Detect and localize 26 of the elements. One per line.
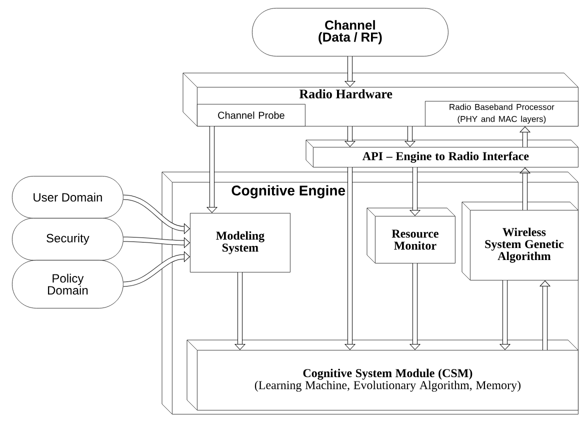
interface-box: API – Engine to Radio Interface <box>306 140 578 168</box>
channel-terminal: Channel (Data / RF) <box>252 8 448 56</box>
arrow <box>410 263 420 350</box>
arrow <box>123 236 190 248</box>
domain-terminal: Policy Domain <box>12 260 124 308</box>
module-box: Cognitive System Module (CSM) (Learning Machine, Evolutionary Algorithm, Memory) <box>186 340 578 410</box>
arrow <box>344 126 356 147</box>
arrow <box>410 167 420 216</box>
arrow <box>540 280 550 350</box>
domain-terminal: User Domain <box>12 176 124 218</box>
domain-terminal: Security <box>12 218 124 260</box>
arrow <box>404 126 416 147</box>
probe-box: Channel Probe <box>197 104 306 126</box>
arrow <box>520 126 530 147</box>
arrow <box>344 167 356 350</box>
algorithm-box: Wireless System Genetic Algorithm <box>462 202 578 280</box>
arrow <box>500 280 510 350</box>
monitor-box: Resource Monitor <box>366 208 456 264</box>
arrow <box>520 168 530 210</box>
arrow <box>123 194 190 234</box>
arrow <box>344 56 356 87</box>
arrow <box>123 251 190 287</box>
modeling-box: Modeling System <box>190 213 290 272</box>
arrow <box>234 272 246 350</box>
processor-box: Radio Baseband Processor (PHY and MAC layers) <box>425 101 578 126</box>
arrow <box>206 126 218 213</box>
